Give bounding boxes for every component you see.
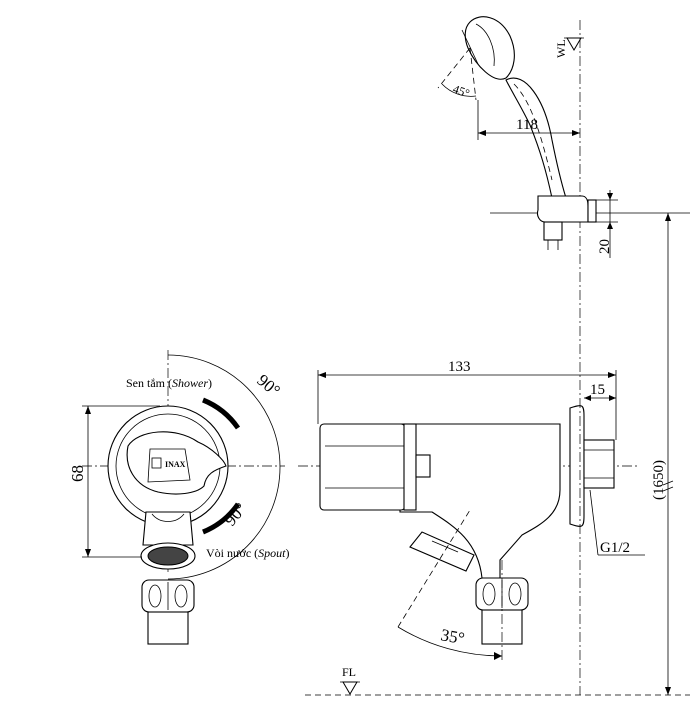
holder-hose-nut [543,221,563,241]
shower-handle [505,77,567,199]
front-neck [142,511,194,546]
water-level-label: WL [554,39,568,58]
floor-level-label: FL [342,665,356,679]
dim-15-arrow-right [609,395,616,401]
shower-nozzle-face [461,29,479,65]
dim-1650-break-mark [662,480,674,492]
hose-stub [547,240,559,250]
union-nut-face-left [148,584,162,608]
spout-axis-line [397,509,471,628]
thread-label: G1/2 [600,540,630,556]
shower-head-view: 45° 118 WL 20 [437,16,618,258]
inlet-pipe [147,611,189,645]
thread-leader [589,489,599,556]
union-nut-face-right [174,584,188,608]
front-view: INAX 68 Sen tắm (Shower) Vòi nước (Spout… [68,350,290,645]
dim-15-label: 15 [590,382,605,398]
angle-bottom-label: 90° [221,499,251,529]
dim-68-arrow-top [85,406,91,414]
spout-outlet [409,531,475,572]
angle-top-label: 90° [253,371,283,401]
dim-68-label: 68 [68,465,87,482]
handle-cap [147,448,191,483]
dim-118-arrow-right [572,130,580,136]
dim-1650-arrow-bottom [665,687,671,695]
side-union-face-right [508,582,522,606]
spout-aerator-mesh [147,546,189,566]
wall-flange [569,405,585,527]
brand-logo: INAX [165,460,186,469]
valve-stem [415,454,431,478]
rotation-range-arc [167,354,281,580]
dim-68-arrow-bottom [85,549,91,557]
angle-35-label: 35° [439,625,466,648]
spout-range-arc [202,502,241,535]
handle-lever[interactable] [126,431,227,495]
logo-icon [151,457,162,469]
dim-20-arrow-bottom [607,222,613,229]
dim-1650-label: (1650) [651,460,667,500]
side-view: 35° 133 15 G1/2 FL (1650) [298,20,690,696]
dim-20-arrow-top [607,193,613,200]
spout-label: Vòi nước (Spout) [206,546,290,560]
dim-133-arrow-right [608,372,616,378]
wall-connector [583,439,615,489]
dim-133-arrow-left [318,372,326,378]
holder-wall-plate [587,199,597,223]
shower-head-rim [475,23,495,67]
dim-118-label: 118 [516,117,538,133]
shower-holder [536,195,589,223]
dim-118-arrow-left [478,130,486,136]
handle-knob[interactable] [319,423,406,511]
front-neck-detail [151,513,185,522]
angle-35-arrow [494,652,502,660]
knob-collar [403,423,417,511]
spout-outlet-edge [431,540,459,553]
shower-label: Sen tắm (Shower) [126,376,212,390]
dim-1650-arrow-top [665,213,671,221]
water-level-icon [566,37,582,51]
shower-range-arc [202,397,241,430]
spray-axis-left [437,47,471,89]
dim-133-label: 133 [448,359,471,375]
spray-axis-right [469,47,477,101]
dim-20-label: 20 [597,239,613,254]
angle-35-arc [397,626,503,657]
shower-handle-centerline [513,83,553,181]
spray-angle-arc [441,83,477,97]
valve-body [399,423,561,579]
dim-15-arrow-left [584,395,591,401]
side-union-face-left [482,582,496,606]
floor-level-icon [342,681,358,695]
spray-angle-label: 45° [451,82,472,101]
